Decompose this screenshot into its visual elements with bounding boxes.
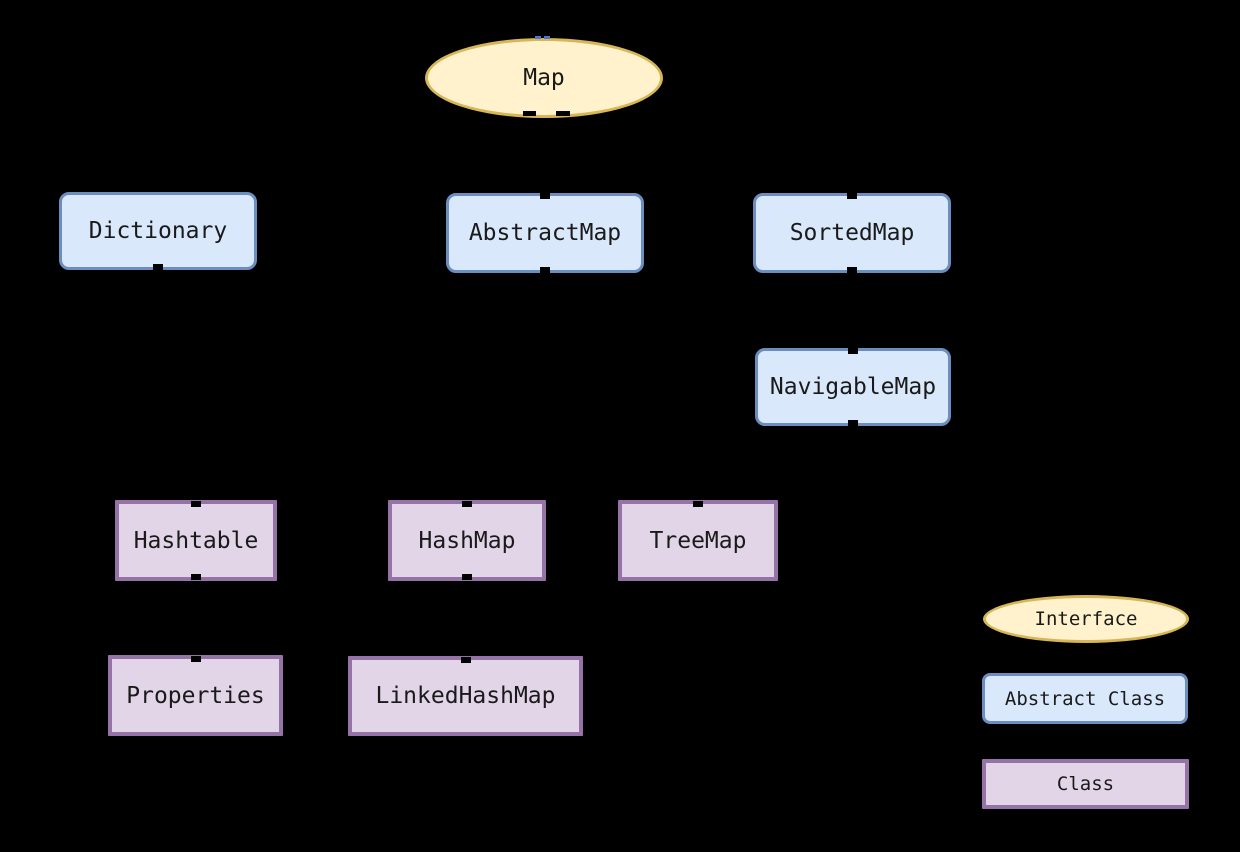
connector-stub [191,574,201,580]
node-hashtable: Hashtable [115,500,277,581]
legend-class: Class [982,759,1189,809]
connector-stub [523,111,536,116]
node-label: Hashtable [133,527,259,554]
node-label: SortedMap [789,220,915,246]
node-label: Map [523,65,565,91]
connector-stub [540,193,550,199]
node-label: Properties [126,682,265,709]
connector-stub [693,501,703,507]
legend-label: Interface [1034,608,1138,630]
node-label: TreeMap [649,527,747,554]
legend-abstract-class: Abstract Class [982,673,1188,724]
node-label: LinkedHashMap [375,683,556,709]
node-label: AbstractMap [468,220,622,246]
node-navigable-map: NavigableMap [755,348,951,426]
connector-stub [462,574,472,580]
connector-stub [847,267,857,273]
connector-artifact [544,36,550,39]
node-tree-map: TreeMap [618,500,778,581]
node-hash-map: HashMap [388,500,546,581]
connector-stub [847,193,857,199]
node-sorted-map: SortedMap [753,193,951,273]
connector-stub [540,267,550,273]
node-linked-hash-map: LinkedHashMap [348,656,583,736]
node-properties: Properties [108,655,283,736]
legend-label: Abstract Class [1004,687,1166,710]
node-abstract-map: AbstractMap [446,193,644,273]
connector-stub [848,348,858,354]
legend-label: Class [1056,773,1115,795]
node-map: Map [425,36,663,118]
node-label: Dictionary [88,218,228,244]
connector-artifact [535,36,541,39]
connector-stub [848,420,858,426]
connector-stub [190,656,201,662]
connector-stub [191,501,201,507]
node-dictionary: Dictionary [59,192,257,270]
connector-stub [153,264,163,270]
connector-stub [556,111,570,116]
node-label: NavigableMap [769,374,937,400]
legend-interface: Interface [983,595,1189,643]
node-label: HashMap [418,527,516,554]
connector-stub [462,501,472,507]
connector-stub [460,657,471,663]
